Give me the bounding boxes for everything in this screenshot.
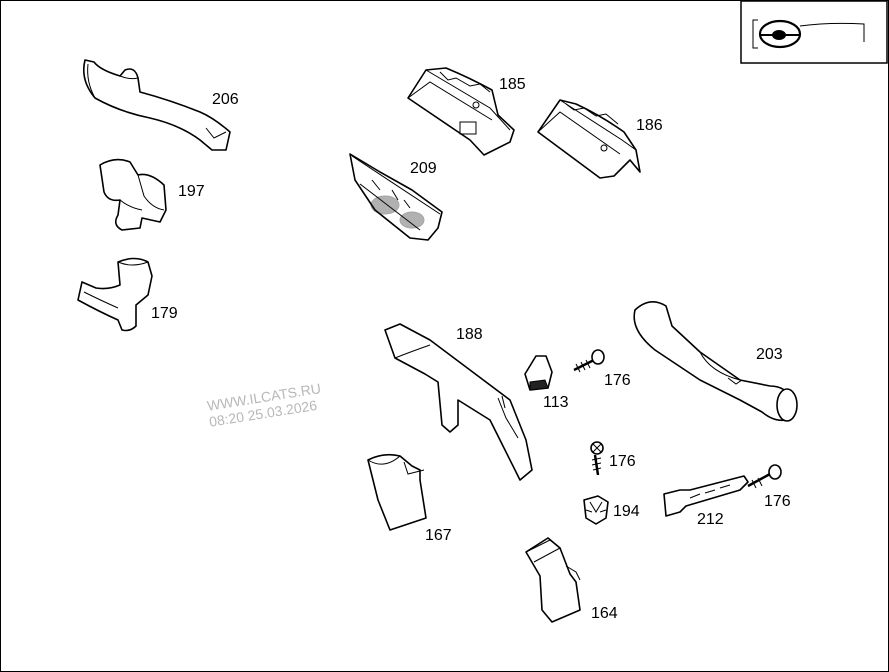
part-206-air-duct[interactable]	[82, 59, 231, 151]
callout-209[interactable]: 209	[410, 160, 437, 177]
part-167-air-duct[interactable]	[367, 453, 427, 531]
callout-164[interactable]: 164	[591, 605, 618, 622]
part-176-screw-middle[interactable]	[590, 441, 604, 476]
part-186-vent-housing[interactable]	[537, 99, 641, 179]
callout-206[interactable]: 206	[212, 91, 239, 108]
callout-179[interactable]: 179	[151, 305, 178, 322]
part-176-screw-upper[interactable]	[573, 349, 605, 373]
part-179-air-duct[interactable]	[77, 257, 153, 332]
part-212-lever[interactable]	[663, 475, 749, 517]
part-194-clip[interactable]	[583, 495, 609, 525]
part-113-clip[interactable]	[524, 355, 553, 391]
callout-176-middle[interactable]: 176	[609, 453, 636, 470]
callout-167[interactable]: 167	[425, 527, 452, 544]
callout-212[interactable]: 212	[697, 511, 724, 528]
part-164-air-duct[interactable]	[525, 537, 581, 623]
callout-185[interactable]: 185	[499, 76, 526, 93]
callout-194[interactable]: 194	[613, 503, 640, 520]
callout-176-right[interactable]: 176	[764, 493, 791, 510]
callout-113[interactable]: 113	[543, 394, 569, 411]
part-188-air-duct[interactable]	[384, 323, 533, 481]
callout-176-upper[interactable]: 176	[604, 372, 631, 389]
callout-186[interactable]: 186	[636, 117, 663, 134]
part-197-air-duct[interactable]	[99, 158, 167, 231]
part-203-air-duct[interactable]	[633, 301, 798, 422]
callout-188[interactable]: 188	[456, 326, 483, 343]
callout-197[interactable]: 197	[178, 183, 205, 200]
part-185-vent-housing[interactable]	[407, 67, 515, 156]
callout-203[interactable]: 203	[756, 346, 783, 363]
part-176-screw-right[interactable]	[747, 464, 782, 489]
part-209-vent-grille[interactable]	[349, 153, 443, 241]
steering-wheel-icon[interactable]	[740, 0, 888, 64]
